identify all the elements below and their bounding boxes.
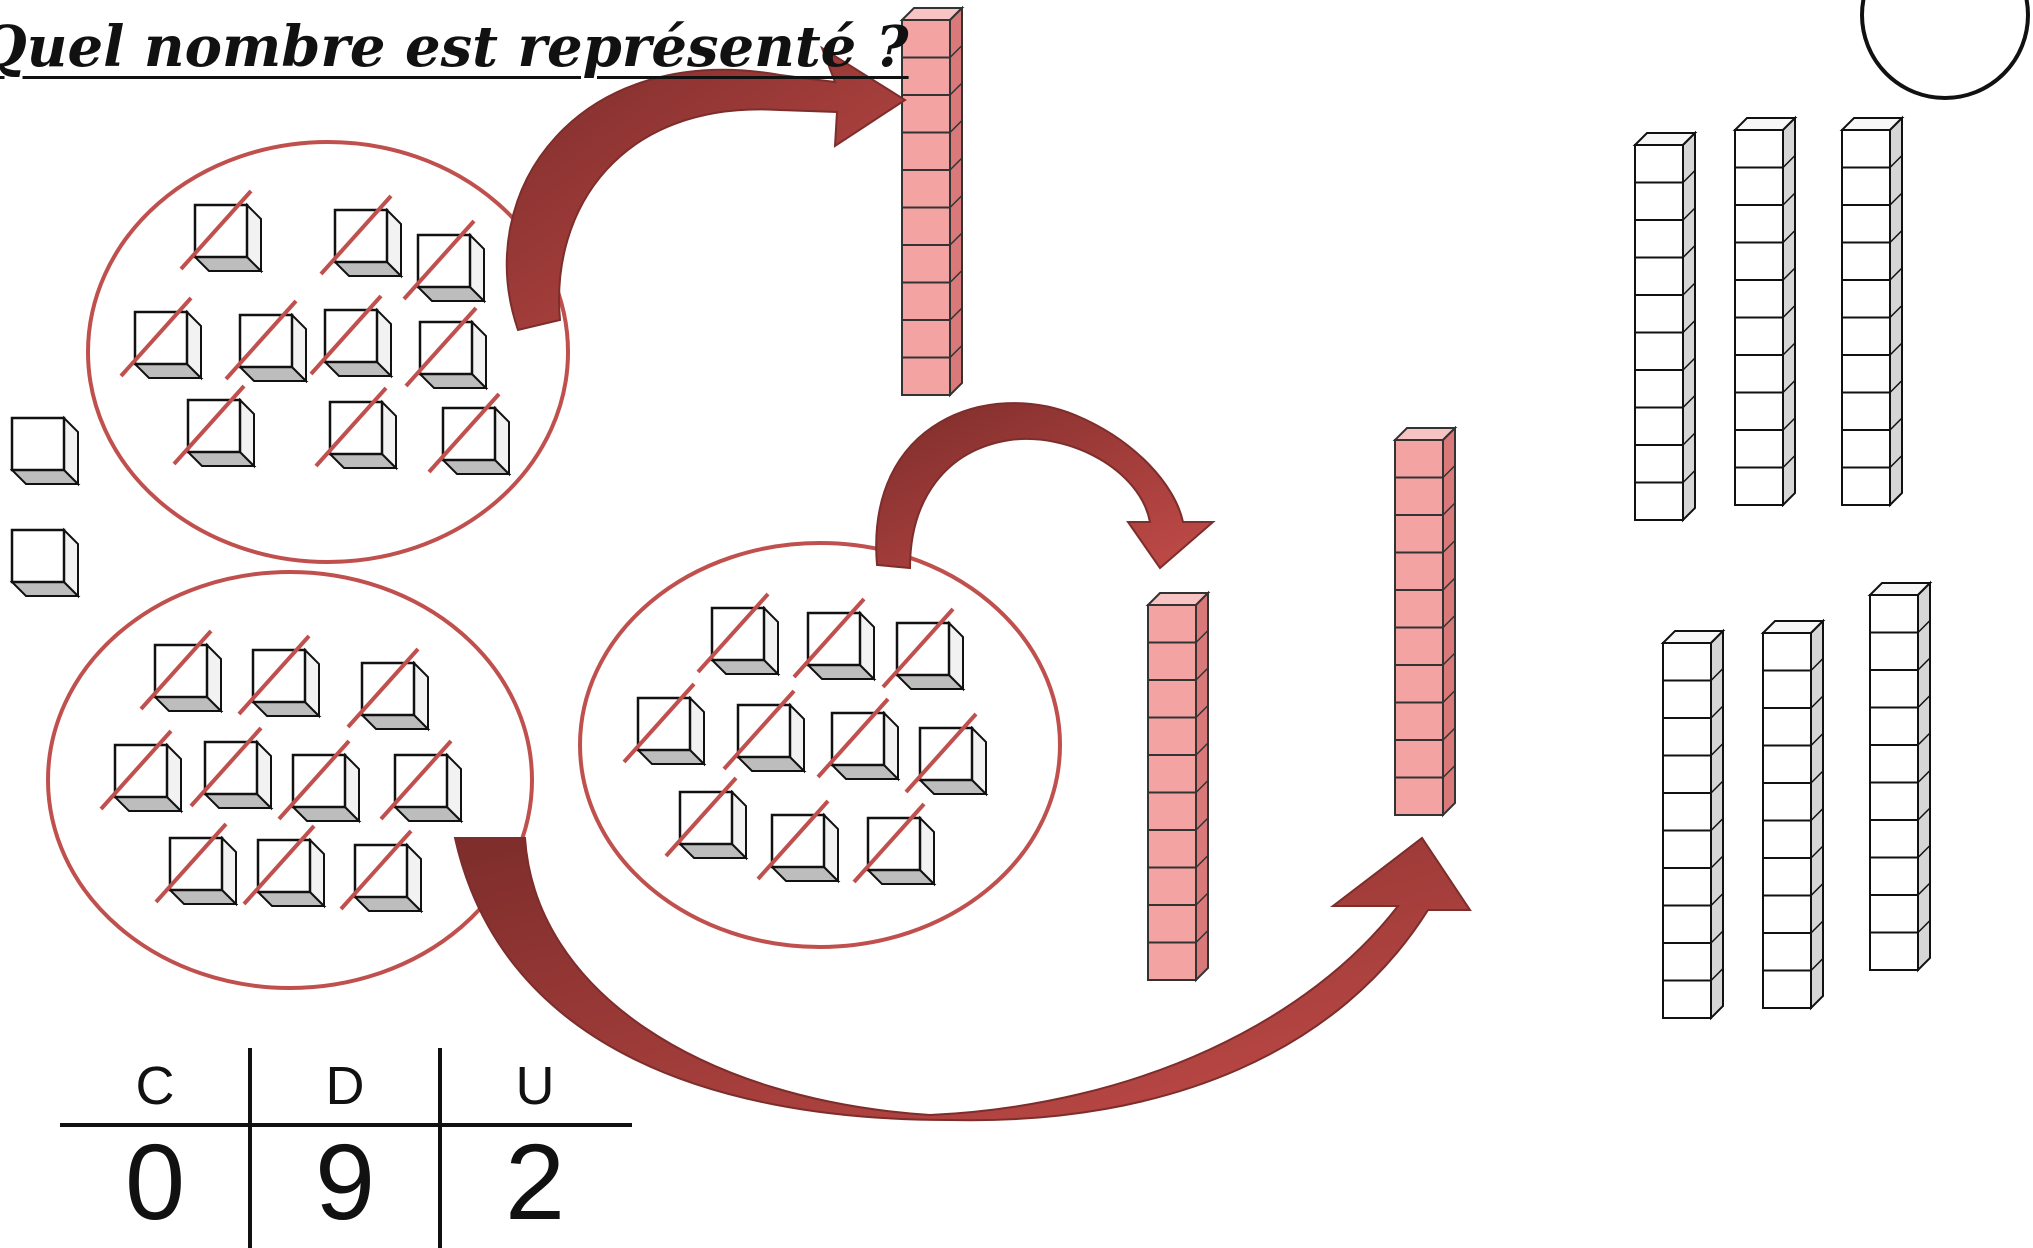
- ten-rod-icon: [1145, 590, 1211, 983]
- crossed-unit-cube-icon: [346, 647, 431, 732]
- curved-arrow-icon: [453, 836, 1472, 1122]
- ten-rod-icon: [1392, 425, 1458, 818]
- corner-circle: [1860, 0, 2030, 100]
- unit-cube-icon: [9, 527, 81, 599]
- crossed-unit-cube-icon: [99, 729, 184, 814]
- crossed-unit-cube-icon: [792, 597, 877, 682]
- ten-rod-icon: [1632, 130, 1698, 523]
- table-value-d: 9: [314, 1121, 376, 1242]
- ten-rod-icon: [1732, 115, 1798, 508]
- crossed-unit-cube-icon: [242, 824, 327, 909]
- crossed-unit-cube-icon: [402, 219, 487, 304]
- table-header-c: C: [135, 1056, 175, 1116]
- crossed-unit-cube-icon: [696, 592, 781, 677]
- crossed-unit-cube-icon: [404, 306, 489, 391]
- crossed-unit-cube-icon: [339, 829, 424, 914]
- table-value-u: 2: [504, 1121, 566, 1242]
- crossed-unit-cube-icon: [379, 739, 464, 824]
- crossed-unit-cube-icon: [722, 689, 807, 774]
- crossed-unit-cube-icon: [189, 726, 274, 811]
- ten-rod-icon: [1839, 115, 1905, 508]
- unit-group-2: [46, 570, 534, 990]
- ten-rod-icon: [1660, 628, 1726, 1021]
- ten-rod-icon: [899, 5, 965, 398]
- ten-rod-icon: [1867, 580, 1933, 973]
- page-title: Quel nombre est représenté ?: [0, 14, 909, 80]
- crossed-unit-cube-icon: [664, 776, 749, 861]
- crossed-unit-cube-icon: [119, 296, 204, 381]
- curved-arrow-icon: [875, 402, 1216, 570]
- unit-cube-icon: [9, 415, 81, 487]
- crossed-unit-cube-icon: [904, 712, 989, 797]
- ten-rod-icon: [1760, 618, 1826, 1011]
- crossed-unit-cube-icon: [277, 739, 362, 824]
- table-header-u: U: [515, 1056, 555, 1116]
- table-value-c: 0: [124, 1121, 186, 1242]
- unit-group-3: [578, 541, 1062, 949]
- crossed-unit-cube-icon: [852, 802, 937, 887]
- crossed-unit-cube-icon: [756, 799, 841, 884]
- crossed-unit-cube-icon: [179, 189, 264, 274]
- crossed-unit-cube-icon: [237, 634, 322, 719]
- crossed-unit-cube-icon: [816, 697, 901, 782]
- crossed-unit-cube-icon: [172, 384, 257, 469]
- table-header-d: D: [325, 1056, 365, 1116]
- crossed-unit-cube-icon: [881, 607, 966, 692]
- crossed-unit-cube-icon: [139, 629, 224, 714]
- crossed-unit-cube-icon: [314, 386, 399, 471]
- crossed-unit-cube-icon: [622, 682, 707, 767]
- crossed-unit-cube-icon: [224, 299, 309, 384]
- crossed-unit-cube-icon: [154, 822, 239, 907]
- unit-group-1: [86, 140, 570, 564]
- crossed-unit-cube-icon: [427, 392, 512, 477]
- crossed-unit-cube-icon: [309, 294, 394, 379]
- crossed-unit-cube-icon: [319, 194, 404, 279]
- curved-arrow-icon: [505, 45, 907, 332]
